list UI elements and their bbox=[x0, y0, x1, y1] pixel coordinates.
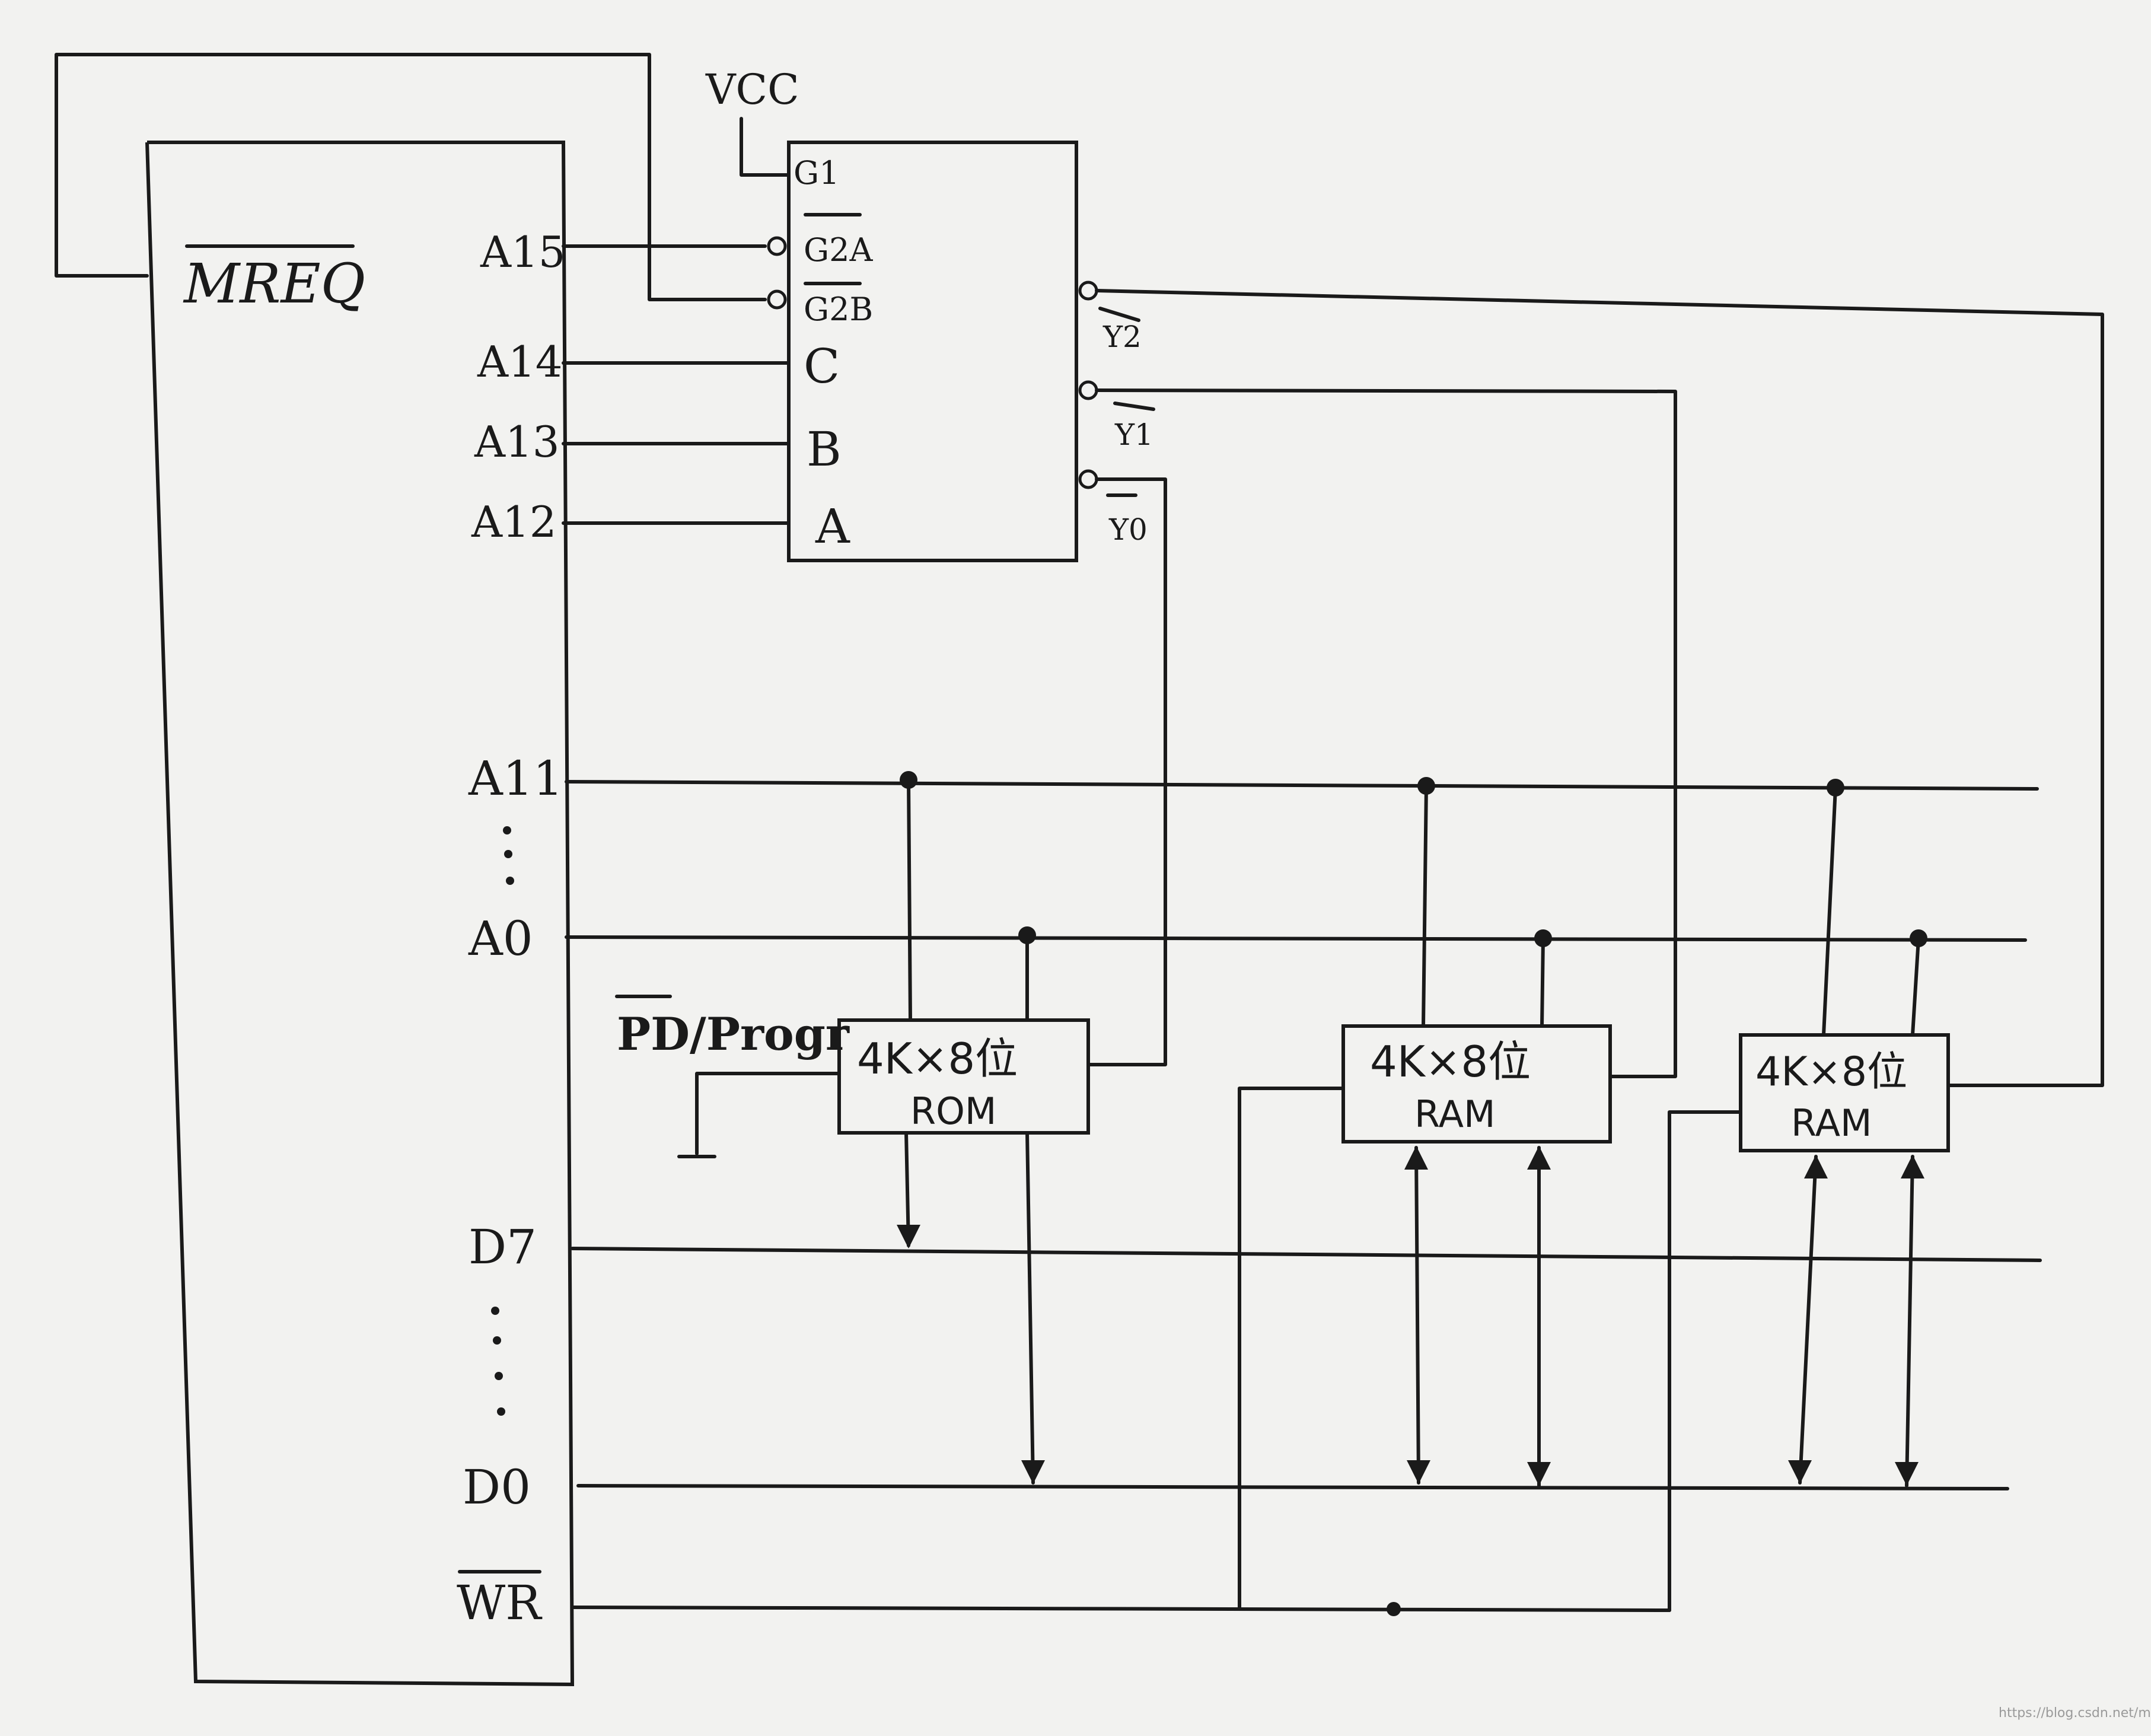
wr-bus bbox=[571, 1606, 1671, 1612]
cpu-block-outline bbox=[145, 141, 575, 1687]
pin-a12-label: A12 bbox=[471, 497, 557, 547]
rom-size-label: 4K×8位 bbox=[857, 1034, 1018, 1084]
y0-inversion-bubble bbox=[1078, 469, 1098, 489]
y2-label: Y2 bbox=[1102, 320, 1142, 354]
ram1-d-arrow-down-1 bbox=[1407, 1460, 1430, 1484]
vcc-label: VCC bbox=[705, 65, 799, 114]
b-label: B bbox=[807, 422, 842, 477]
y1-select-wire bbox=[1095, 388, 1677, 1078]
wr-ram1-wire bbox=[1238, 1087, 1345, 1610]
g2b-label: G2B bbox=[804, 291, 873, 328]
wr-junction bbox=[1387, 1602, 1401, 1616]
y1-label: Y1 bbox=[1114, 418, 1153, 452]
ram2-d-arrow-up-2 bbox=[1901, 1155, 1924, 1178]
y2-inversion-bubble bbox=[1078, 281, 1098, 301]
ram1-d-wire-1 bbox=[1414, 1146, 1420, 1485]
ram1-size-label: 4K×8位 bbox=[1370, 1037, 1531, 1087]
rom-type-label: ROM bbox=[910, 1090, 996, 1133]
g1-label: G1 bbox=[794, 154, 840, 192]
ram1-d-arrow-up-2 bbox=[1527, 1146, 1551, 1170]
rom-d0-wire bbox=[1025, 1131, 1035, 1485]
vcc-wire bbox=[740, 117, 791, 177]
rom-a11-drop bbox=[907, 778, 912, 1022]
ram2-a11-drop bbox=[1822, 786, 1837, 1037]
pin-a15-label: A15 bbox=[480, 227, 566, 277]
pin-d0-label: D0 bbox=[463, 1460, 531, 1515]
y1-inversion-bubble bbox=[1078, 380, 1098, 400]
pin-a14-label: A14 bbox=[477, 337, 563, 387]
data-ellipsis bbox=[491, 1307, 505, 1416]
pin-wr-label: WR bbox=[457, 1575, 543, 1630]
watermark-text: https://blog.csdn.net/m0_37345402 bbox=[1999, 1706, 2151, 1721]
g2b-inversion-bubble bbox=[767, 289, 787, 310]
y0-select-wire bbox=[1086, 477, 1167, 1066]
ram1-d-arrow-up-1 bbox=[1404, 1146, 1428, 1170]
ram2-d-arrow-up-1 bbox=[1804, 1155, 1828, 1178]
ram1-d-arrow-down-2 bbox=[1527, 1462, 1551, 1486]
a11-bus bbox=[565, 780, 2039, 791]
ram2-d-wire-2 bbox=[1905, 1155, 1914, 1487]
y2-select-wire bbox=[1095, 289, 2104, 1087]
a-label: A bbox=[815, 499, 850, 554]
wr-ram2-wire bbox=[1668, 1110, 1742, 1612]
rom-chip-outline bbox=[837, 1018, 1090, 1135]
pin-a11-label: A11 bbox=[468, 751, 563, 806]
y1-overbar bbox=[1113, 402, 1155, 411]
mreq-label: MREQ bbox=[183, 252, 365, 316]
d7-bus bbox=[571, 1247, 2042, 1262]
rom-d0-arrow bbox=[1021, 1460, 1045, 1484]
rom-pd-ground-wire bbox=[695, 1072, 841, 1155]
ram1-type-label: RAM bbox=[1414, 1092, 1495, 1136]
pin-a0-label: A0 bbox=[468, 911, 533, 966]
pin-d7-label: D7 bbox=[469, 1219, 537, 1275]
decoder-block-outline bbox=[787, 141, 1078, 562]
ram1-chip-outline bbox=[1341, 1024, 1612, 1143]
ram2-size-label: 4K×8位 bbox=[1755, 1049, 1907, 1095]
y2-overbar bbox=[1098, 307, 1140, 322]
ram2-chip-outline bbox=[1739, 1033, 1950, 1152]
ram2-d-arrow-down-2 bbox=[1895, 1462, 1919, 1486]
g2a-inversion-bubble bbox=[767, 236, 787, 256]
d0-bus bbox=[576, 1484, 2009, 1490]
pin-a13-label: A13 bbox=[474, 417, 560, 467]
ram2-d-wire-1 bbox=[1798, 1155, 1818, 1485]
ram2-d-arrow-down-1 bbox=[1788, 1460, 1812, 1484]
address-ellipsis bbox=[503, 826, 514, 885]
y0-label: Y0 bbox=[1108, 512, 1148, 547]
ram2-a0-drop bbox=[1911, 937, 1920, 1037]
mreq-wire bbox=[55, 53, 767, 301]
rom-d7-arrow bbox=[897, 1225, 920, 1248]
c-label: C bbox=[804, 339, 840, 394]
rom-pd-progr-label: PD/Progr bbox=[617, 1008, 850, 1060]
g2a-label: G2A bbox=[804, 231, 873, 269]
ram1-a0-drop bbox=[1540, 937, 1545, 1028]
ram1-a11-drop bbox=[1422, 784, 1428, 1028]
a0-bus bbox=[565, 935, 2027, 942]
ram2-type-label: RAM bbox=[1791, 1101, 1872, 1145]
